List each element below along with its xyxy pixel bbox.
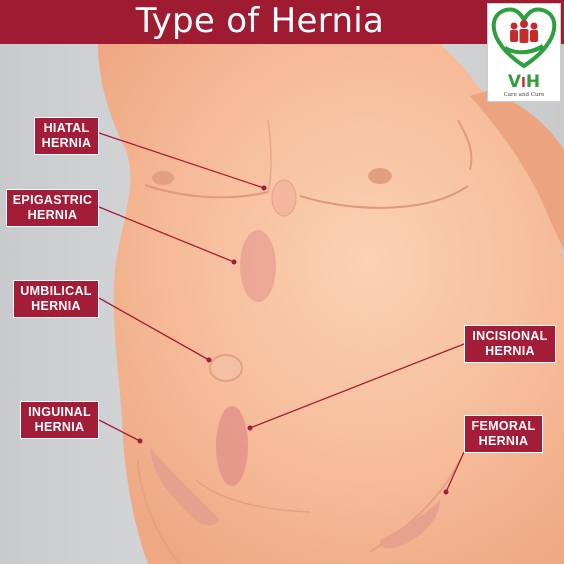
leader-umbilical	[98, 297, 210, 361]
label-hiatal-hernia: HIATAL HERNIA	[34, 117, 99, 155]
label-inguinal-line1: INGUINAL	[28, 405, 91, 419]
groin-line-left	[195, 479, 311, 513]
title-bar: Type of Hernia	[0, 0, 564, 44]
vih-logo: VIH Care and Cure	[487, 3, 561, 102]
label-femoral-hernia: FEMORAL HERNIA	[464, 415, 543, 453]
leader-inguinal	[98, 419, 141, 442]
label-umbilical-line2: HERNIA	[31, 299, 81, 313]
logo-letter-h: H	[525, 72, 541, 92]
label-epigastric-line2: HERNIA	[27, 208, 78, 222]
chest-contour-left	[144, 184, 269, 199]
hip-line-right	[369, 459, 461, 553]
label-umbilical-hernia: UMBILICAL HERNIA	[13, 280, 99, 318]
hiatal-bulge	[271, 179, 297, 217]
logo-letter-i: I	[521, 76, 526, 91]
label-femoral-line1: FEMORAL	[471, 419, 536, 433]
heart-family-icon	[491, 7, 557, 69]
shoulder-contour	[457, 119, 473, 171]
label-hiatal-line2: HERNIA	[41, 136, 92, 150]
label-inguinal-line2: HERNIA	[34, 420, 85, 434]
label-epigastric-line1: EPIGASTRIC	[12, 193, 93, 207]
leader-incisional	[249, 343, 465, 429]
femoral-bulge	[379, 500, 440, 549]
sternum-line	[267, 119, 272, 193]
nipple-right	[368, 168, 392, 184]
epigastric-bulge	[240, 230, 276, 302]
label-inguinal-hernia: INGUINAL HERNIA	[20, 401, 99, 439]
label-incisional-hernia: INCISIONAL HERNIA	[464, 325, 556, 363]
label-umbilical-line1: UMBILICAL	[20, 284, 92, 298]
label-femoral-line2: HERNIA	[478, 434, 529, 448]
logo-tagline: Care and Cure	[503, 92, 545, 98]
incisional-bulge	[216, 406, 248, 486]
arm	[470, 90, 564, 250]
logo-letter-v: V	[507, 72, 522, 92]
chest-contour-right	[299, 185, 469, 209]
leader-dot-hiatal	[261, 185, 267, 191]
leader-dot-epigastric	[231, 259, 237, 265]
leader-femoral	[445, 451, 465, 493]
page-title: Type of Hernia	[135, 1, 385, 41]
label-epigastric-hernia: EPIGASTRIC HERNIA	[6, 189, 99, 227]
inguinal-bulge	[150, 448, 220, 526]
label-incisional-line1: INCISIONAL	[472, 329, 548, 343]
leader-dot-umbilical	[206, 357, 212, 363]
leader-dot-femoral	[443, 489, 449, 495]
logo-brand: VIH	[488, 74, 560, 92]
leader-hiatal	[98, 132, 265, 189]
leader-dot-inguinal	[137, 438, 143, 444]
label-incisional-line2: HERNIA	[485, 344, 535, 358]
nipple-left	[152, 171, 174, 185]
hip-line-left	[137, 459, 181, 564]
umbilical-bulge	[209, 354, 243, 382]
leader-epigastric	[98, 206, 235, 263]
label-hiatal-line1: HIATAL	[43, 121, 90, 135]
leader-dot-incisional	[247, 425, 253, 431]
torso-body	[98, 44, 564, 564]
